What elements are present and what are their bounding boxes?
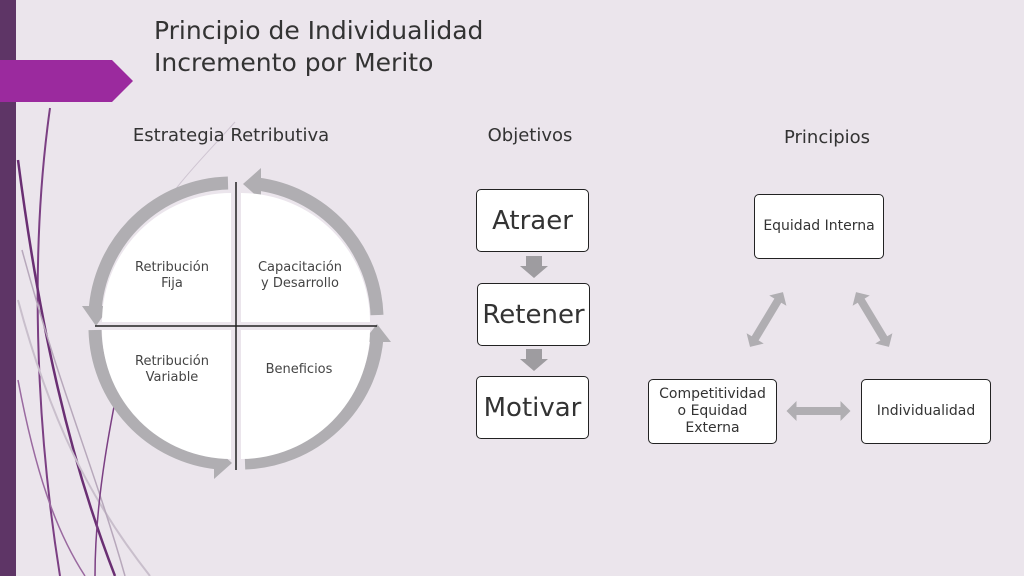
heading-principios: Principios bbox=[783, 127, 871, 148]
accent-arrow bbox=[0, 60, 133, 102]
quadrant-label-capacitacion: Capacitación y Desarrollo bbox=[257, 260, 343, 291]
down-arrow-1 bbox=[520, 256, 548, 278]
quadrant-bottom-right bbox=[241, 330, 370, 459]
quadrant-label-retribucion-variable: Retribución Variable bbox=[135, 354, 209, 385]
objective-retener: Retener bbox=[477, 283, 590, 346]
objective-atraer: Atraer bbox=[476, 189, 589, 252]
objective-motivar: Motivar bbox=[476, 376, 589, 439]
quadrant-top-left bbox=[102, 193, 231, 322]
double-arrow-bottom bbox=[786, 401, 851, 421]
quadrant-top-right bbox=[241, 193, 370, 322]
principle-competitividad: Competitividad o Equidad Externa bbox=[648, 379, 777, 444]
quadrant-label-retribucion-fija: Retribución Fija bbox=[135, 260, 209, 291]
double-arrow-left bbox=[746, 292, 787, 347]
cycle-arrows bbox=[82, 168, 391, 479]
quadrant-bottom-left bbox=[102, 330, 231, 459]
principle-equidad-interna: Equidad Interna bbox=[754, 194, 884, 259]
heading-objetivos: Objetivos bbox=[487, 125, 573, 146]
double-arrow-right bbox=[852, 292, 893, 347]
sidebar-stripe bbox=[0, 0, 16, 576]
principle-individualidad: Individualidad bbox=[861, 379, 991, 444]
down-arrow-2 bbox=[520, 349, 548, 371]
slide-title-line1: Principio de Individualidad bbox=[154, 16, 484, 45]
slide-title-line2: Incremento por Merito bbox=[154, 48, 434, 77]
heading-estrategia: Estrategia Retributiva bbox=[132, 125, 330, 146]
quadrant-label-beneficios: Beneficios bbox=[265, 362, 333, 377]
